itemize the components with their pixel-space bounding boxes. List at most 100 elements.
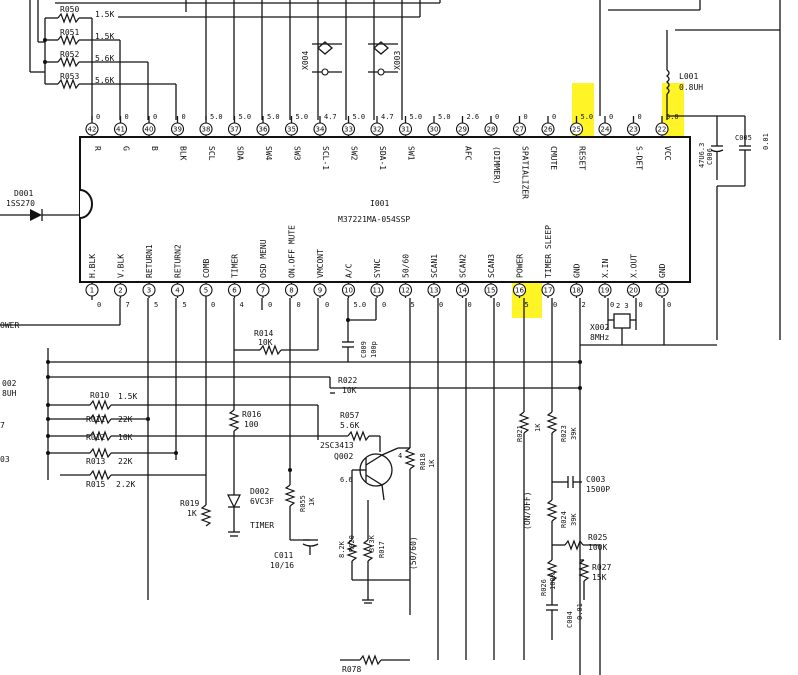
- ic-bottom-pin-label: V.BLK: [117, 254, 126, 278]
- ic-top-pin-number: 37: [230, 126, 239, 134]
- decoupling-caps: C006 47U6.3 C005 0.01: [667, 115, 770, 340]
- ic-ref: I001: [370, 199, 389, 208]
- d001-part: 1SS270: [6, 199, 35, 208]
- r011-val: 22K: [118, 415, 133, 424]
- c004-ref: C004: [566, 611, 574, 628]
- ic-bottom-pin-number: 9: [318, 287, 322, 295]
- ic-top-pin-number: 38: [202, 126, 211, 134]
- c009-val: 100p: [370, 341, 378, 358]
- r025-val: 100K: [588, 543, 607, 552]
- ic-bottom-pin-label: SYNC: [373, 259, 382, 278]
- d002-ref: D002: [250, 487, 269, 496]
- c006-ref: C006: [706, 148, 714, 165]
- ic-top-pin-label: AFC: [464, 146, 473, 161]
- ic-bottom-pin-voltage: 4: [240, 301, 244, 309]
- left-8uh: 8UH: [2, 389, 17, 398]
- r053-val: 5.6K: [95, 76, 114, 85]
- ic-top-pin: [341, 122, 356, 136]
- ic-bottom-pin-number: 12: [401, 287, 410, 295]
- ic-bottom-pin: [484, 283, 498, 297]
- ic-bottom-pin-voltage: 0: [325, 301, 329, 309]
- r016-val: 100: [244, 420, 259, 429]
- timer-label: TIMER: [250, 521, 274, 530]
- ic-bottom-pin-number: 11: [373, 287, 382, 295]
- ic-bottom-pin-number: 15: [487, 287, 496, 295]
- c005-ref: C005: [735, 134, 752, 142]
- ic-top-pins: 420R410G400B390BLK385.0SCL375.0SDA365.0S…: [85, 113, 679, 199]
- ic-body: [79, 136, 691, 283]
- ic-top-pin-voltage: 5.0: [267, 113, 280, 121]
- ic-bottom-pin: [85, 283, 99, 297]
- r016-ref: R016: [242, 410, 261, 419]
- ic-bottom-pin: [284, 283, 299, 297]
- r019-ref: R019: [180, 499, 199, 508]
- r014-c009: R014 10K C009 100p: [234, 298, 378, 362]
- ic-bottom-pin-label: RETURN1: [145, 244, 154, 278]
- label-on-off: (ON/OFF): [523, 491, 532, 530]
- ic-top-pin-label: (DIMMER): [492, 146, 501, 185]
- q002-ref: Q002: [334, 452, 353, 461]
- ic-bottom-pin-voltage: 0: [553, 301, 557, 309]
- ic-bottom-pin: [541, 283, 555, 297]
- ic-top-pin-number: 31: [401, 126, 410, 134]
- ic-top-pin: [626, 122, 641, 136]
- c006-val: 47U6.3: [698, 143, 706, 168]
- ic-top-pin-number: 33: [344, 126, 353, 134]
- ic-bottom-pin-label: SCAN1: [430, 254, 439, 278]
- ic-bottom-pin: [256, 283, 270, 297]
- d001-ref: D001: [14, 189, 33, 198]
- ic-top-pin: [541, 122, 555, 136]
- ic-bottom-pin-voltage: 0: [639, 301, 643, 309]
- bottom-left-wiring: R010 1.5K R011 22K R012 10K R013 22K R01…: [46, 298, 580, 600]
- ic-top-pin-number: 32: [373, 126, 382, 134]
- ic-top-pin-voltage: 0: [182, 113, 186, 121]
- ic-top-pin-label: SPATIALIZER: [521, 146, 530, 199]
- ic-bottom-pin-number: 1: [90, 287, 94, 295]
- r011-ref: R011: [86, 415, 105, 424]
- ic-bottom-pin-voltage: 0: [610, 301, 614, 309]
- timer-led-section: R016 100 D002 6VC3F TIMER R019 1K R055 1…: [180, 400, 319, 570]
- r010-ref: R010: [90, 391, 109, 400]
- ic-top-pin: [398, 122, 413, 136]
- ic-top-pin-label: SW3: [293, 146, 302, 161]
- ic-bottom-pin-label: X.OUT: [630, 254, 639, 278]
- r010-val: 1.5K: [118, 392, 137, 401]
- r052-ref: R052: [60, 50, 79, 59]
- x003-label: X003: [393, 51, 402, 70]
- ic-top-pin-voltage: 2.6: [467, 113, 480, 121]
- resistor-ladder: [30, 0, 291, 120]
- ic-top-pin: [655, 122, 669, 136]
- ic-top-pin-voltage: 0: [524, 113, 528, 121]
- power-section: R021 1K (ON/OFF) R023 39K C003 1500P R02…: [340, 298, 717, 675]
- ic-bottom-pin: [199, 283, 213, 297]
- r021-ref: R021: [516, 425, 524, 442]
- ic-top-pin: [85, 122, 99, 136]
- ic-bottom-pin: [626, 283, 641, 297]
- ic-bottom-pin-number: 8: [289, 287, 293, 295]
- ic-top-pin-voltage: 0: [609, 113, 613, 121]
- c011-ref: C011: [274, 551, 293, 560]
- ic-top-pin-voltage: 0: [552, 113, 556, 121]
- ic-top-pin-number: 29: [458, 126, 467, 134]
- ic-top-pin: [142, 122, 156, 136]
- c011-val: 10/16: [270, 561, 294, 570]
- ic-top-pin-number: 40: [145, 126, 154, 134]
- ic-bottom-pin-number: 13: [430, 287, 439, 295]
- r052-val: 5.6K: [95, 54, 114, 63]
- ic-bottom-pin-voltage: 5.0: [354, 301, 367, 309]
- r020-val: 8.2K: [338, 540, 346, 558]
- ic-bottom-pin-number: 18: [572, 287, 581, 295]
- ic-bottom-pin-number: 19: [601, 287, 610, 295]
- ic-bottom-pin-label: H.BLK: [88, 254, 97, 278]
- ic-top-pin-number: 36: [259, 126, 268, 134]
- ic-top-pin-number: 24: [601, 126, 610, 134]
- r022-val: 10K: [342, 386, 357, 395]
- ic-top-pin-voltage: 5.0: [410, 113, 423, 121]
- ic-top-pin: [284, 122, 299, 136]
- ic-top-pin: [512, 122, 527, 136]
- ic-bottom-pin-voltage: 0: [496, 301, 500, 309]
- q002-section: R022 10K R057 5.6K 2SC3413 Q002 4 6.6 R0…: [320, 298, 495, 660]
- ic-top-pin: [569, 122, 584, 136]
- r023-val: 39K: [570, 427, 578, 440]
